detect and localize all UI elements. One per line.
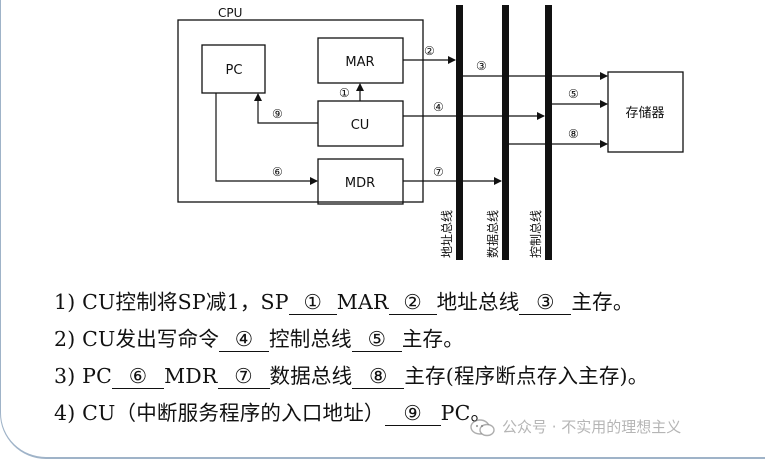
marker-8: ⑧ [568, 127, 579, 141]
step-text: CU（中断服务程序的入口地址） [82, 401, 385, 425]
control-bus-bar [545, 5, 552, 260]
step-text: 地址总线 [436, 290, 520, 314]
wechat-icon [470, 418, 495, 436]
step-blank: ③ [519, 290, 572, 315]
marker-3: ③ [476, 59, 487, 73]
pc-label: PC [226, 63, 243, 78]
data-bus-label: 数据总线 [485, 210, 500, 258]
step-text: MDR [164, 364, 218, 388]
memory-label: 存储器 [625, 106, 664, 121]
marker-2: ② [424, 44, 435, 58]
step-text: PC。 [440, 401, 492, 425]
mar-label: MAR [345, 55, 374, 70]
marker-7: ⑦ [433, 165, 444, 179]
marker-1: ① [339, 86, 350, 100]
mdr-label: MDR [345, 176, 375, 191]
marker-4: ④ [433, 100, 444, 114]
step-blank: ⑤ [351, 327, 402, 352]
step-text: 控制总线 [269, 327, 352, 351]
step-number: 3) [54, 364, 76, 388]
step-blank: ② [388, 290, 437, 315]
marker-6: ⑥ [272, 165, 283, 179]
step-text: 主存。 [571, 290, 634, 314]
cpu-memory-diagram: CPU PC MAR CU MDR 存储器 地址总线 数据总线 控制总线 ① ②… [177, 5, 684, 260]
step-blank: ⑦ [217, 364, 270, 389]
cpu-label: CPU [218, 6, 242, 20]
address-bus-label: 地址总线 [440, 210, 454, 258]
step-text: 数据总线 [269, 364, 353, 388]
step-blank: ⑨ [384, 401, 441, 426]
address-bus-bar [456, 5, 463, 260]
step-blank: ⑧ [352, 364, 405, 389]
cu-label: CU [351, 118, 370, 133]
step-number: 1) [54, 290, 76, 314]
memory-box [607, 71, 684, 153]
cpu-box [177, 19, 424, 203]
step-text: CU发出写命令 [82, 327, 220, 351]
data-bus-bar [502, 5, 509, 260]
step-blank: ④ [219, 327, 270, 352]
pc-box [201, 44, 266, 94]
watermark: 公众号 · 不实用的理想主义 [470, 416, 681, 437]
step-text: CU控制将SP减1，SP [82, 290, 289, 314]
step-text: 主存。 [401, 327, 464, 351]
control-bus-label: 控制总线 [529, 210, 543, 258]
arrow-cu-to-pc [254, 93, 318, 124]
step-text: MAR [336, 290, 389, 314]
step-number: 2) [54, 327, 76, 351]
step-text: PC [82, 364, 113, 388]
step-blank: ⑥ [112, 364, 165, 389]
watermark-text: 公众号 · 不实用的理想主义 [502, 418, 682, 436]
step-number: 4) [54, 401, 76, 425]
marker-9: ⑨ [272, 107, 283, 121]
step-blank: ① [288, 290, 337, 315]
step-text: 主存(程序断点存入主存)。 [404, 364, 649, 388]
arrow-pc-to-mdr [215, 93, 318, 185]
marker-5: ⑤ [568, 87, 579, 101]
